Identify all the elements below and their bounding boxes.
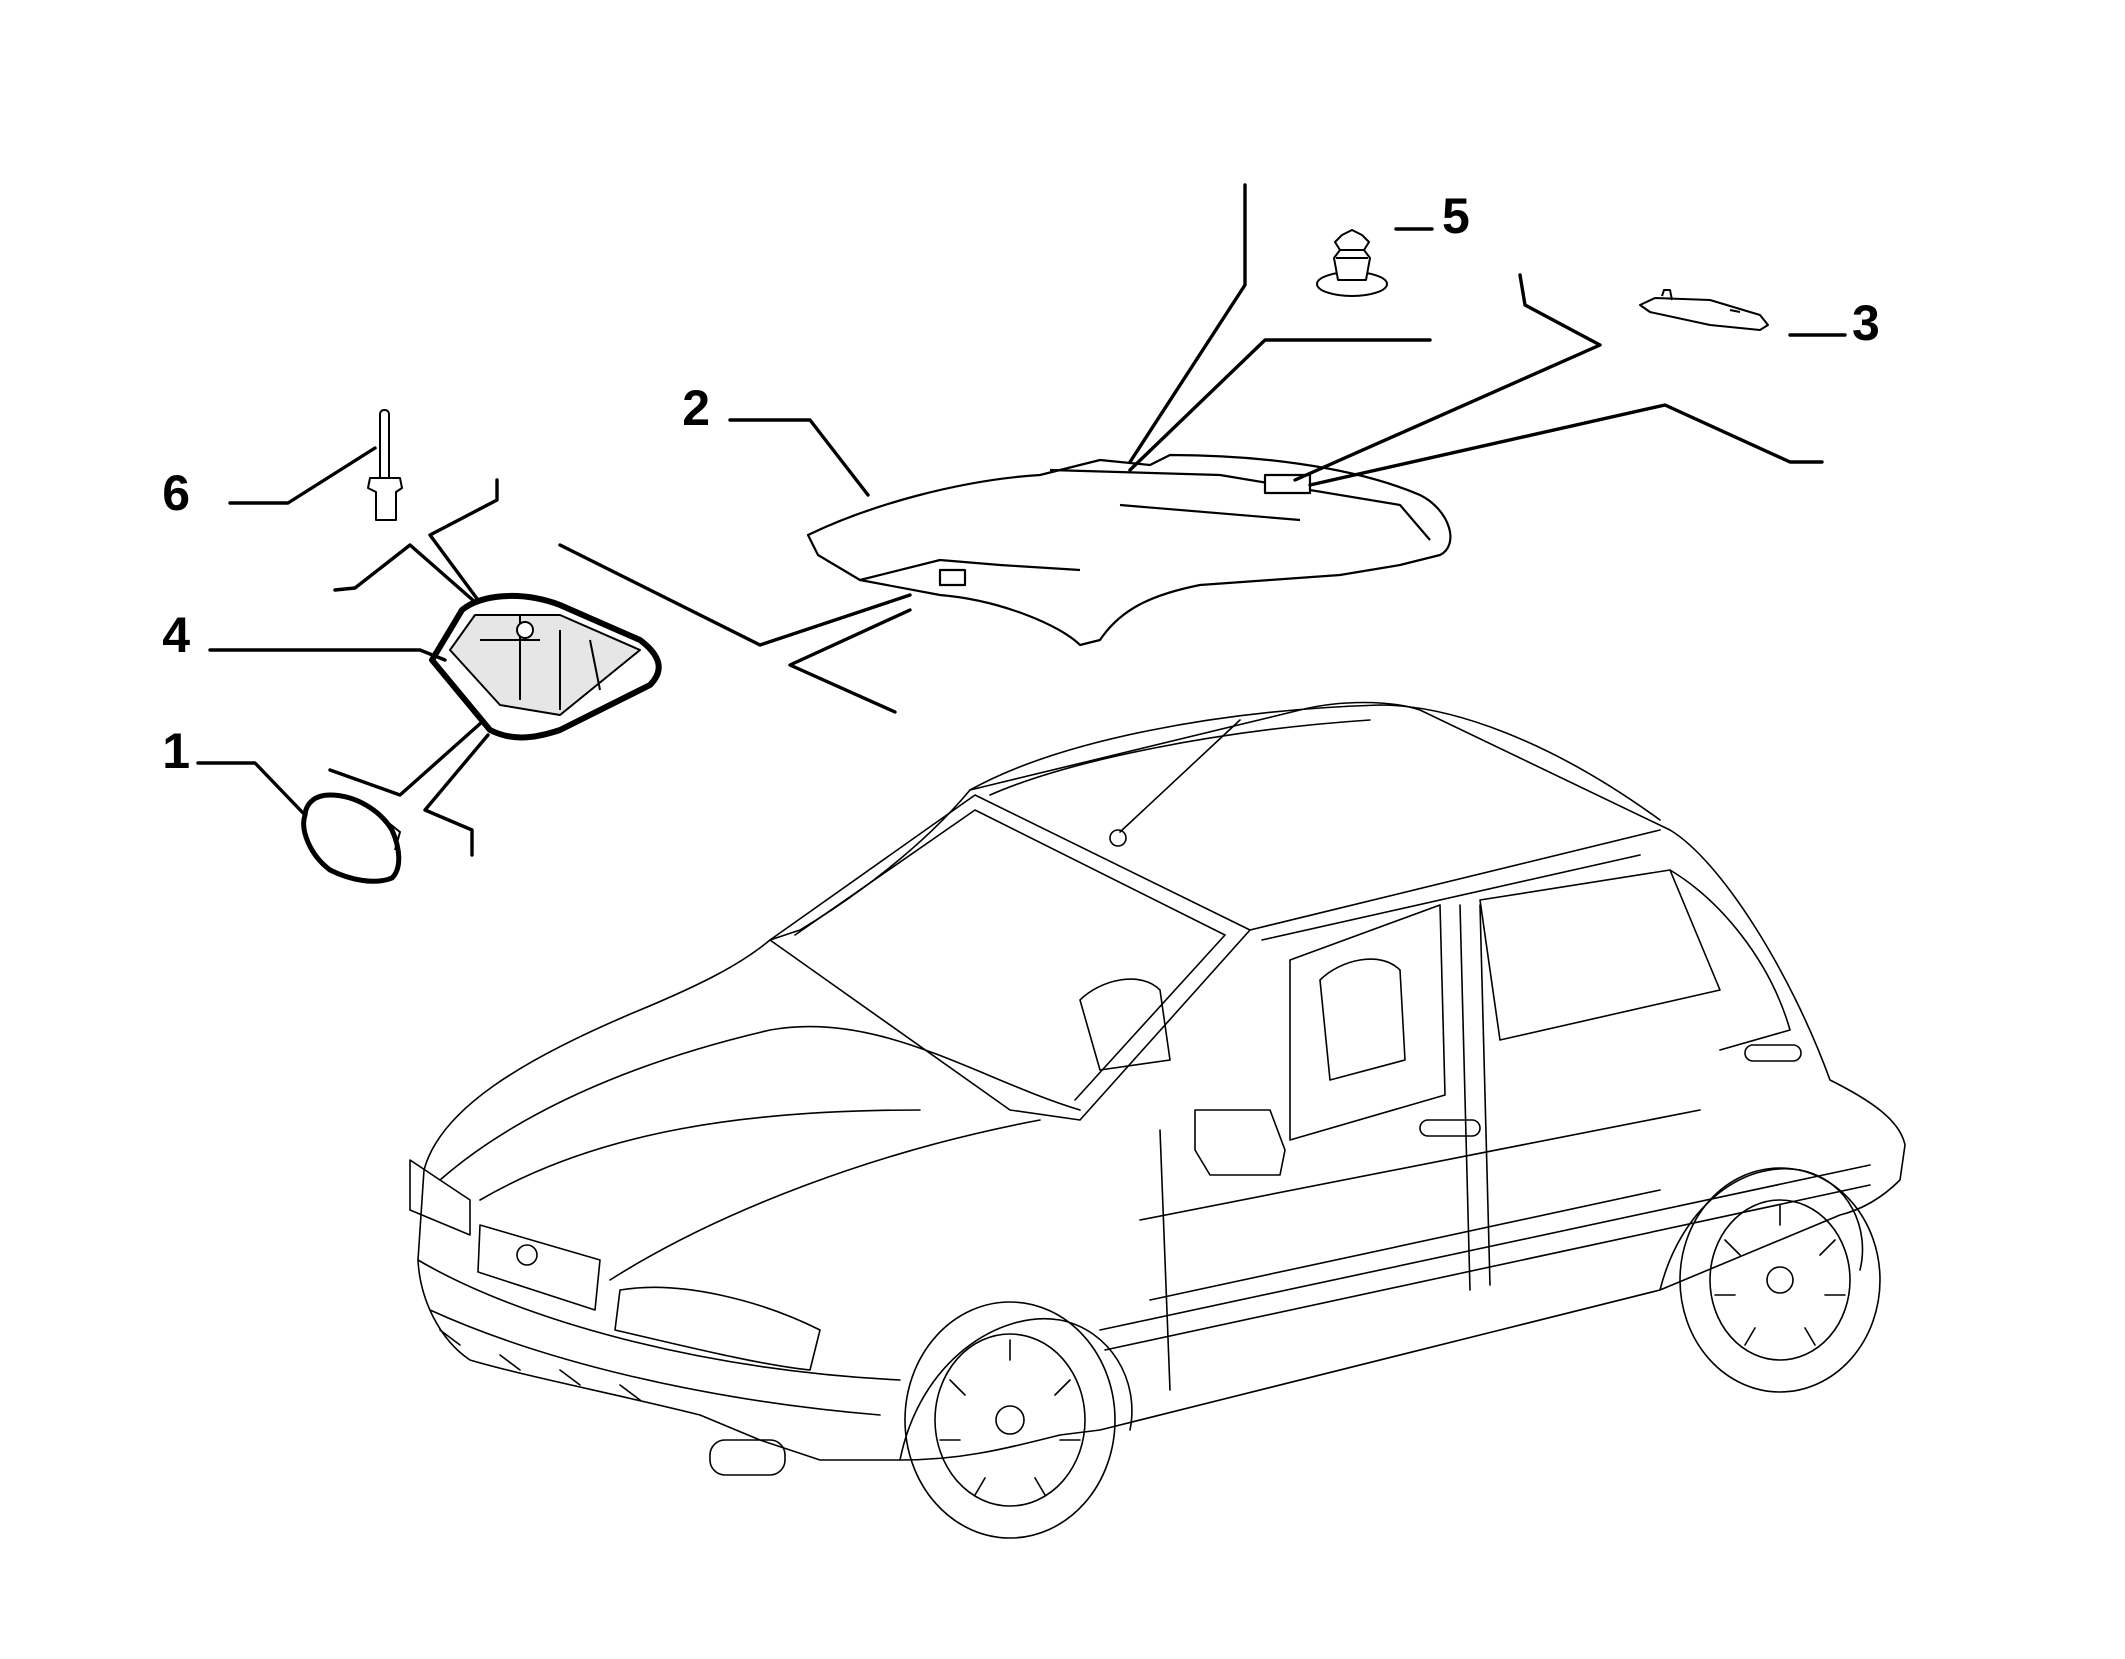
dome-light-housing-icon <box>429 593 662 741</box>
car-illustration <box>409 701 1906 1539</box>
callout-numbers: 1 2 3 4 5 6 <box>162 188 1880 779</box>
oval-lens-icon <box>301 792 402 884</box>
push-clip-icon <box>1316 229 1388 297</box>
callout-number-1: 1 <box>162 723 190 779</box>
callout-number-2: 2 <box>682 380 710 436</box>
callout-number-6: 6 <box>162 465 190 521</box>
roof-headliner-icon <box>806 453 1452 647</box>
rivet-pin-icon <box>367 409 403 521</box>
callout-number-5: 5 <box>1442 188 1470 244</box>
leader-lines <box>196 183 1847 857</box>
rectangular-lens-icon <box>1639 289 1769 331</box>
callout-number-4: 4 <box>162 607 190 663</box>
callout-number-3: 3 <box>1852 295 1880 351</box>
